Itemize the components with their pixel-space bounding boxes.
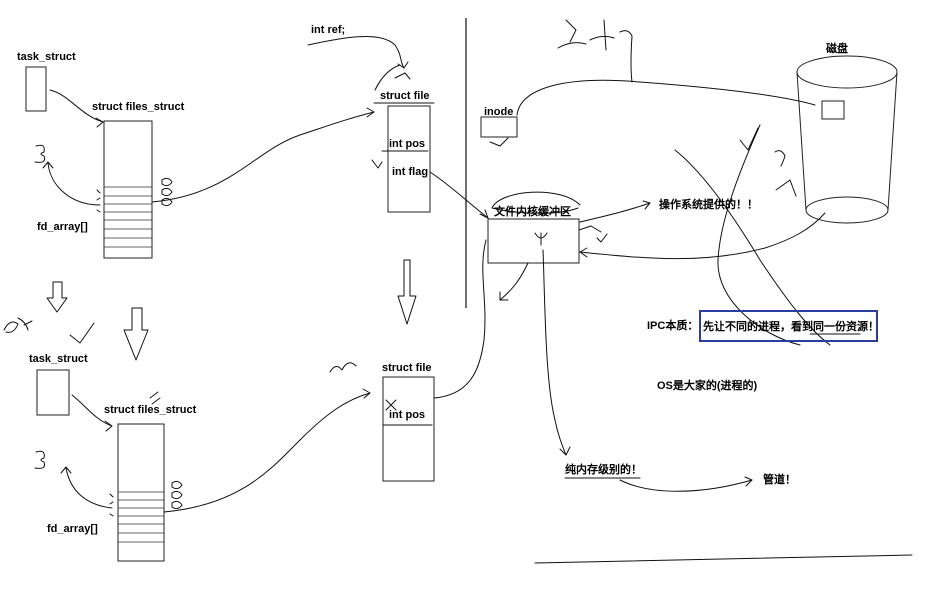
x-scribble — [385, 399, 397, 411]
cross-scribble-a — [674, 149, 831, 346]
arrowhead — [579, 247, 588, 258]
down-arrow-large — [123, 307, 149, 361]
three-scribble-bottom — [34, 450, 46, 469]
arrowhead — [559, 446, 571, 456]
index-ticks-top — [96, 189, 101, 213]
arrowhead — [42, 161, 54, 169]
buffer-tick — [578, 225, 602, 233]
arrowhead — [479, 209, 489, 219]
cross-scribble-b — [717, 124, 801, 346]
fd-three-arrow-top — [47, 162, 101, 206]
buffer-to-memory-arrow — [542, 249, 567, 456]
int-pos-label-top: int pos — [389, 138, 425, 150]
file-word-scribble — [557, 19, 633, 83]
down-arrow-small — [46, 281, 68, 313]
int-flag-label: int flag — [392, 166, 428, 178]
disk-cylinder — [796, 55, 898, 224]
task-struct-label-bottom: task_struct — [29, 353, 88, 365]
file-to-buffer-arrow — [429, 171, 489, 219]
int-pos-label-bottom: int pos — [389, 409, 425, 421]
left-scribble — [3, 317, 33, 333]
ref-arrow — [307, 36, 405, 69]
arrowhead — [499, 291, 509, 301]
files-struct-table-top — [103, 120, 153, 259]
fd-three-arrow-bottom — [65, 467, 113, 509]
struct-file-label-top: struct file — [380, 90, 430, 102]
inode-scribble — [489, 137, 509, 147]
three-scribble-top — [34, 144, 46, 163]
arrowhead — [642, 200, 651, 210]
check-mark-left — [69, 322, 95, 344]
arrowhead — [362, 388, 371, 399]
disk-block — [821, 100, 845, 120]
inode-box — [480, 116, 518, 138]
arrowhead — [60, 466, 72, 474]
inode-to-disk-curve — [516, 79, 816, 116]
task-struct-box-top — [25, 66, 47, 112]
files-struct-label-top: struct files_struct — [92, 101, 185, 113]
files-struct-table-bottom — [117, 423, 165, 562]
arrowhead — [104, 420, 113, 432]
question-scribble — [774, 150, 797, 197]
fd-array-label-top: fd_array[] — [37, 221, 88, 233]
fd-to-file-arrow-bottom — [163, 392, 371, 513]
os-provided-label: 操作系统提供的！！ — [659, 197, 758, 211]
task-struct-box-bottom — [36, 369, 70, 416]
struct-file-box-bottom — [382, 376, 435, 482]
file-bottom-to-buffer — [433, 239, 487, 399]
wave-scribble — [329, 362, 357, 373]
os-shared-label: OS是大家的(进程的) — [657, 378, 758, 392]
check-mark-disk — [739, 127, 759, 151]
ref-scribble — [374, 64, 411, 91]
buffer-inner-arrow — [534, 232, 548, 246]
arrowhead — [95, 117, 104, 128]
buffer-left-arrow — [499, 262, 529, 301]
inode-label: inode — [484, 106, 513, 118]
memory-to-pipe-arrow — [619, 479, 753, 492]
check-mark-buffer — [596, 233, 608, 243]
struct-file-box-top — [387, 105, 431, 213]
arrowhead — [366, 107, 375, 118]
task-to-files-arrow-top — [49, 89, 104, 123]
pipe-label: 管道！ — [763, 472, 796, 486]
fd-array-label-bottom: fd_array[] — [47, 523, 98, 535]
buffer-highlight-loop — [491, 191, 581, 214]
arrowhead — [744, 476, 753, 487]
files-struct-label-bottom: struct files_struct — [104, 404, 197, 416]
buffer-disk-curve — [579, 212, 826, 260]
int-ref-label: int ref; — [311, 24, 345, 36]
files-struct-scribble — [149, 391, 161, 405]
check-scribble — [371, 159, 383, 169]
struct-file-label-bottom: struct file — [382, 362, 432, 374]
buffer-to-os-arrow — [579, 202, 651, 223]
fd-to-file-arrow-top — [151, 111, 375, 203]
ipc-prefix-label: IPC本质： — [647, 318, 698, 332]
std-fd-scribble-bottom — [171, 480, 183, 510]
memory-level-label: 纯内存级别的！ — [565, 462, 642, 476]
task-struct-label-top: task_struct — [17, 51, 76, 63]
task-to-files-arrow-bottom — [71, 394, 113, 427]
down-arrow-middle — [397, 259, 417, 325]
kernel-buffer-label: 文件内核缓冲区 — [494, 204, 571, 218]
ipc-essence-text: 先让不同的进程，看到同一份资源！ — [703, 319, 879, 333]
index-ticks-bottom — [109, 493, 114, 517]
disk-label: 磁盘 — [826, 41, 848, 55]
ipc-highlight-box — [699, 310, 878, 342]
std-fd-scribble-top — [161, 177, 173, 207]
bottom-baseline — [534, 554, 913, 564]
kernel-buffer-box — [487, 218, 580, 264]
